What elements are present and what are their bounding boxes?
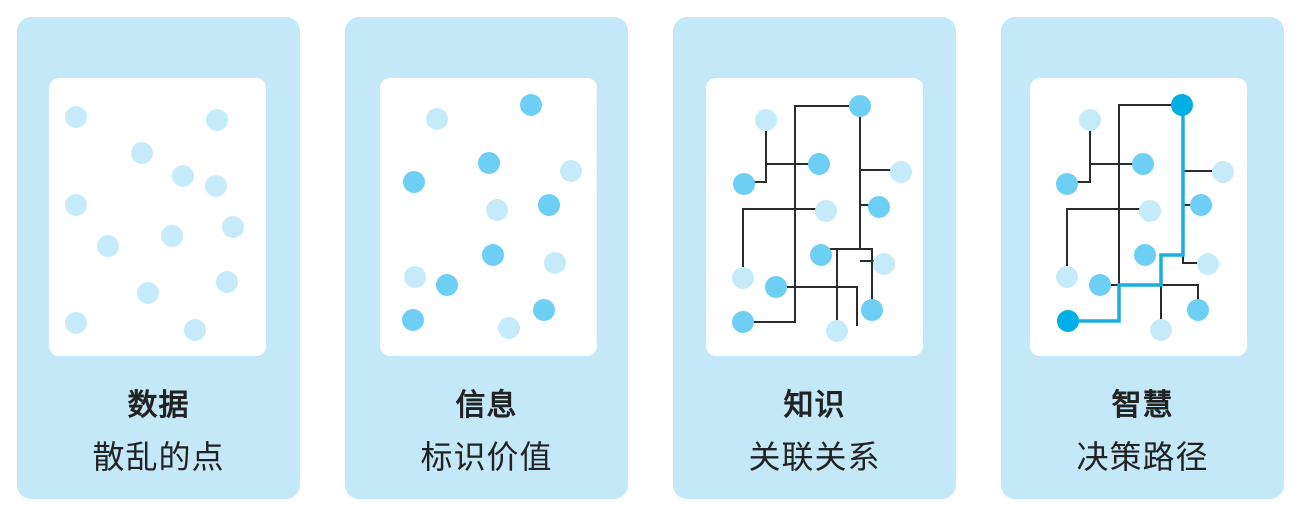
decision-path-line (1068, 105, 1185, 323)
stage-title: 知识 (783, 388, 846, 423)
decision-path-panel (1030, 78, 1247, 356)
stage-card-knowledge: 知识 关联关系 (673, 17, 956, 499)
identified-points-panel (380, 78, 597, 356)
stage-subtitle: 标识价值 (420, 438, 553, 476)
scattered-points-graphic (65, 106, 244, 341)
stage-subtitle: 关联关系 (748, 438, 881, 476)
stage-subtitle: 决策路径 (1076, 438, 1209, 476)
stage-subtitle: 散乱的点 (92, 438, 225, 476)
stage-card-data: 数据 散乱的点 (17, 17, 300, 499)
scattered-points-panel (49, 78, 266, 356)
stage-title: 数据 (127, 388, 190, 423)
identified-points-graphic (402, 94, 582, 339)
connected-network-panel (706, 78, 923, 356)
stage-title: 智慧 (1111, 388, 1174, 423)
connected-network-graphic (732, 95, 912, 342)
stage-card-information: 信息 标识价值 (345, 17, 628, 499)
stage-title: 信息 (455, 388, 518, 423)
stage-card-wisdom: 智慧 决策路径 (1001, 17, 1284, 499)
decision-path-graphic (1056, 94, 1234, 341)
